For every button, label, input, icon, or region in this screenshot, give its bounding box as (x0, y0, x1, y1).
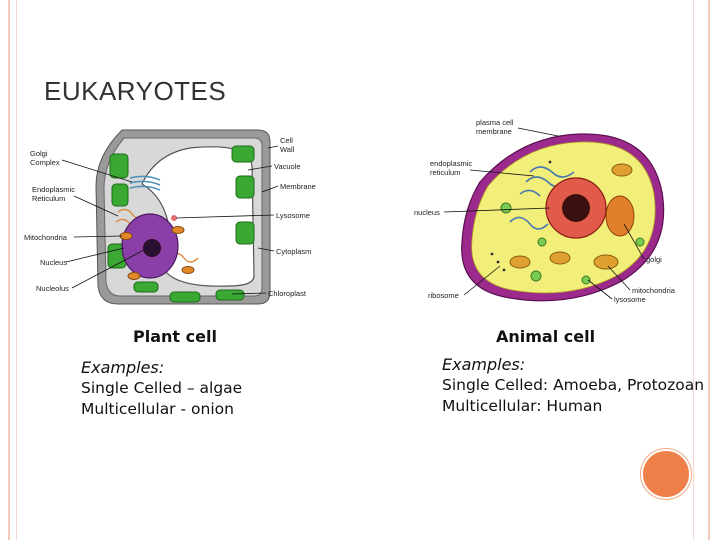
animal-cell-caption: Animal cell (496, 327, 596, 346)
animal-label-plasma-1: plasma cell (476, 118, 514, 127)
plant-nucleolus (143, 239, 161, 257)
animal-examples-single: Single Celled: Amoeba, Protozoan (442, 376, 705, 394)
slide-frame-inner (16, 0, 694, 540)
decorative-orange-circle (641, 449, 691, 499)
plant-golgi (129, 175, 161, 191)
animal-labels: plasma cell membrane endoplasmic reticul… (414, 118, 676, 304)
animal-mitochondria (509, 163, 633, 270)
animal-label-lysosome: lysosome (614, 295, 646, 304)
plant-mitochondria (119, 226, 195, 280)
plant-label-chloroplast: Chloroplast (268, 289, 307, 298)
plant-examples-single: Single Celled – algae (81, 379, 243, 397)
plant-label-nucleolus: Nucleolus (36, 284, 69, 293)
plant-left-leaders (61, 159, 145, 289)
plant-chloroplasts (107, 145, 255, 303)
animal-cell-diagram: plasma cell membrane endoplasmic reticul… (414, 118, 676, 304)
animal-label-er-2: reticulum (430, 168, 460, 177)
animal-golgi (605, 195, 635, 237)
animal-leaders (443, 127, 645, 300)
animal-label-plasma-2: membrane (476, 127, 512, 136)
plant-label-cellwall-2: Wall (280, 145, 295, 154)
plant-label-golgi-1: Golgi (30, 149, 48, 158)
slide-frame (8, 0, 710, 540)
plant-label-er-2: Reticulum (32, 194, 65, 203)
animal-examples-heading: Examples: (442, 355, 526, 374)
plant-lysosome (171, 215, 177, 221)
plant-label-golgi-2: Complex (30, 158, 60, 167)
animal-label-ribosome: ribosome (428, 291, 459, 300)
plant-label-lysosome: Lysosome (276, 211, 310, 220)
plant-left-labels: Golgi Complex Endoplasmic Reticulum Mito… (24, 149, 75, 293)
plant-examples: Examples: Single Celled – algae Multicel… (81, 357, 242, 420)
animal-examples-multi: Multicellular: Human (442, 397, 603, 415)
plant-label-er-1: Endoplasmic (32, 185, 75, 194)
plant-label-cellwall-1: Cell (280, 136, 293, 145)
animal-label-er-1: endoplasmic (430, 159, 472, 168)
plant-right-labels: Cell Wall Vacuole Membrane Lysosome Cyto… (268, 136, 316, 298)
animal-examples: Examples: Single Celled: Amoeba, Protozo… (442, 354, 704, 417)
plant-label-cytoplasm: Cytoplasm (276, 247, 311, 256)
plant-label-mitochondria: Mitochondria (24, 233, 68, 242)
plant-cell-diagram: Golgi Complex Endoplasmic Reticulum Mito… (24, 129, 316, 305)
animal-label-mitochondria: mitochondria (632, 286, 676, 295)
animal-nucleolus (562, 194, 590, 222)
animal-label-nucleus: nucleus (414, 208, 440, 217)
plant-label-nucleus: Nucleus (40, 258, 67, 267)
animal-vesicles (500, 202, 645, 285)
plant-right-leaders (175, 145, 279, 295)
plant-label-membrane: Membrane (280, 182, 316, 191)
plant-examples-multi: Multicellular - onion (81, 400, 234, 418)
plant-label-vacuole: Vacuole (274, 162, 301, 171)
animal-label-golgi: golgi (646, 255, 662, 264)
animal-ribosomes (490, 160, 552, 272)
plant-cell-caption: Plant cell (133, 327, 217, 346)
plant-examples-heading: Examples: (81, 358, 165, 377)
slide-title: EUKARYOTES (44, 76, 227, 106)
